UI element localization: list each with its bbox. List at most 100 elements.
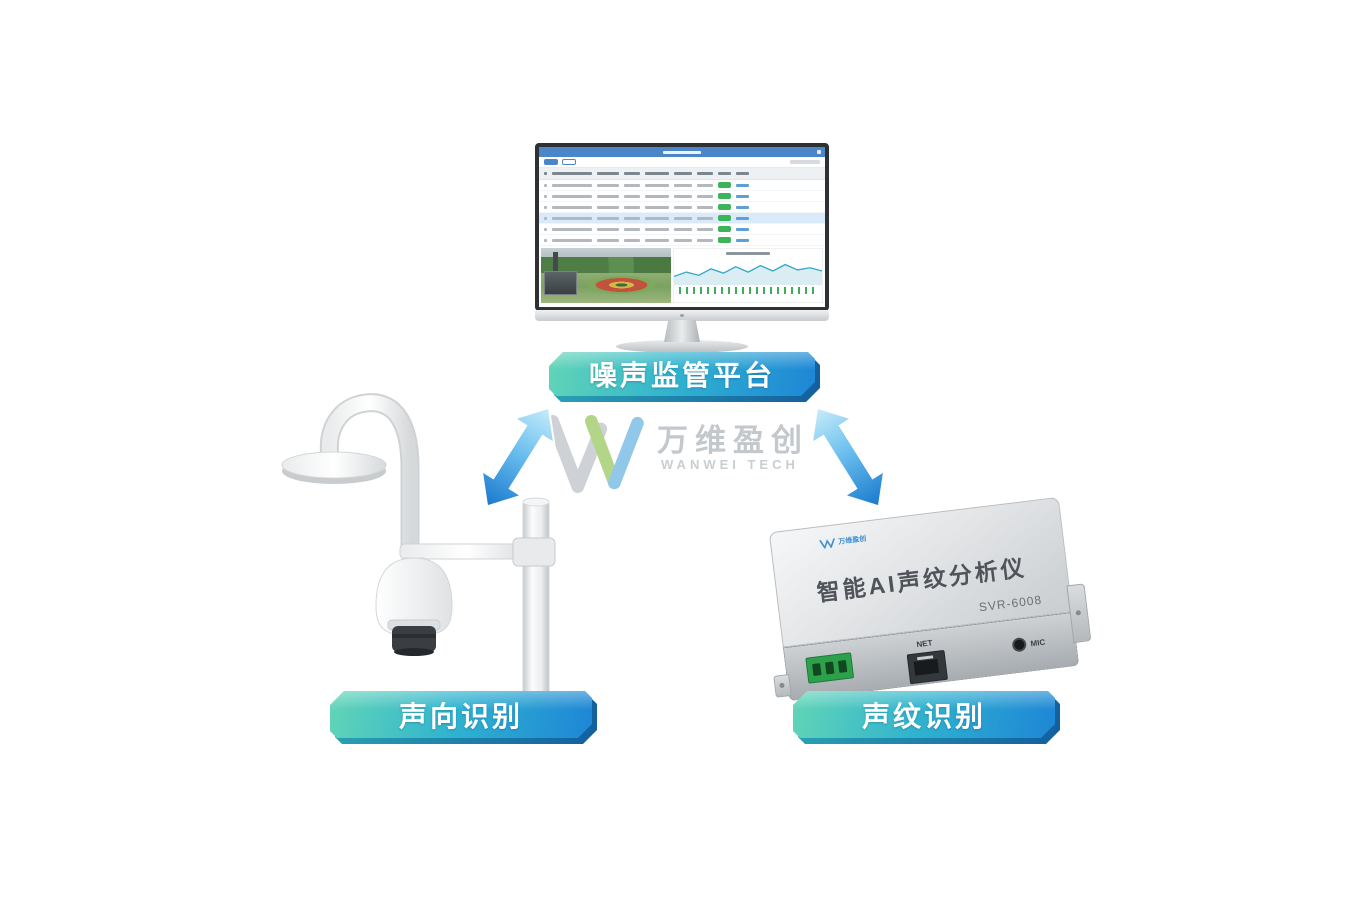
status-badge <box>718 237 731 243</box>
mic-port-label: MIC <box>1029 637 1046 648</box>
terminal-slot <box>812 663 822 676</box>
toolbar-button-placeholder <box>562 159 576 165</box>
cell-text-placeholder <box>674 183 692 187</box>
park-photo <box>541 248 671 303</box>
sync-arrow-right-icon <box>790 390 906 525</box>
cell-text-placeholder <box>645 205 669 209</box>
watermark-brand-en: WANWEI TECH <box>661 457 799 472</box>
link-placeholder <box>736 238 749 242</box>
titlebar-text-placeholder <box>663 150 701 154</box>
cell-text-placeholder <box>544 183 547 187</box>
sound-direction-banner-label: 声向识别 <box>398 700 523 732</box>
voiceprint-banner-label: 声纹识别 <box>861 700 986 732</box>
banner-face: 声纹识别 <box>793 691 1055 738</box>
header-text-placeholder <box>552 172 592 175</box>
status-badge <box>718 182 731 188</box>
cell-text-placeholder <box>645 238 669 242</box>
photo-flowerbed <box>587 275 656 295</box>
cell-text-placeholder <box>552 194 592 198</box>
banner-face: 噪声监管平台 <box>549 352 815 396</box>
photo-trees <box>541 257 671 275</box>
photo-lamp-pole <box>552 252 558 285</box>
cell-text-placeholder <box>597 227 619 231</box>
status-badge <box>718 204 731 210</box>
cell-text-placeholder <box>544 216 547 220</box>
dashboard-toolbar <box>539 157 825 168</box>
table-row <box>539 180 825 191</box>
cell-text-placeholder <box>645 227 669 231</box>
pagination <box>539 304 825 307</box>
cell-text-placeholder <box>552 238 592 242</box>
dashboard-titlebar <box>539 147 825 157</box>
chart-line <box>673 263 822 285</box>
monitor-chin <box>535 310 829 321</box>
mounting-flange-left <box>773 673 792 698</box>
cell-text-placeholder <box>624 183 640 187</box>
link-placeholder <box>736 227 749 231</box>
dashboard-lower-panels <box>539 246 825 304</box>
toolbar-text-placeholder <box>790 160 820 164</box>
page-dot <box>697 306 703 307</box>
sound-direction-camera <box>281 393 556 744</box>
chart-title-placeholder <box>725 252 770 255</box>
monitor-stand-neck <box>664 320 700 342</box>
cell-text-placeholder <box>552 205 592 209</box>
wanwei-watermark-logo-icon <box>546 414 644 494</box>
cell-text-placeholder <box>645 216 669 220</box>
page-dot <box>688 306 694 307</box>
mounting-flange-right <box>1066 583 1092 644</box>
table-row <box>539 191 825 202</box>
analyzer-brand-text: 万维盈创 <box>838 535 867 546</box>
cell-text-placeholder <box>552 227 592 231</box>
platform-banner-label: 噪声监管平台 <box>588 360 775 391</box>
page-dot <box>670 306 676 307</box>
banner-face: 声向识别 <box>330 691 592 738</box>
cell-text-placeholder <box>597 216 619 220</box>
cell-text-placeholder <box>674 238 692 242</box>
net-port-label: NET <box>915 638 933 650</box>
wanwei-logo-icon <box>819 538 835 550</box>
header-text-placeholder <box>736 172 749 175</box>
cell-text-placeholder <box>697 238 713 242</box>
header-text-placeholder <box>645 172 669 175</box>
header-text-placeholder <box>597 172 619 175</box>
noise-chart <box>672 248 823 303</box>
cell-text-placeholder <box>624 238 640 242</box>
cell-text-placeholder <box>597 238 619 242</box>
terminal-slot <box>824 661 835 675</box>
cell-text-placeholder <box>697 205 713 209</box>
table-row <box>539 235 825 246</box>
cell-text-placeholder <box>645 183 669 187</box>
table-header <box>539 168 825 180</box>
cell-text-placeholder <box>597 194 619 198</box>
table-row <box>539 202 825 213</box>
cell-text-placeholder <box>544 238 547 242</box>
table-row <box>539 213 825 224</box>
cell-text-placeholder <box>544 194 547 198</box>
toolbar-button-placeholder <box>544 159 558 165</box>
table-row <box>539 224 825 235</box>
cell-text-placeholder <box>544 227 547 231</box>
page-dot <box>679 306 685 307</box>
table-body <box>539 180 825 246</box>
cell-text-placeholder <box>624 216 640 220</box>
monitor-logo-dot <box>680 314 684 317</box>
header-text-placeholder <box>697 172 713 175</box>
status-badge <box>718 226 731 232</box>
cell-text-placeholder <box>674 194 692 198</box>
cell-text-placeholder <box>645 194 669 198</box>
cell-text-placeholder <box>597 183 619 187</box>
cell-text-placeholder <box>544 205 547 209</box>
photo-dark-structure <box>543 271 578 296</box>
link-placeholder <box>736 183 749 187</box>
cell-text-placeholder <box>624 205 640 209</box>
platform-banner: 噪声监管平台 <box>549 352 815 396</box>
analyzer-brand: 万维盈创 <box>819 534 867 550</box>
cell-text-placeholder <box>697 194 713 198</box>
cell-text-placeholder <box>697 227 713 231</box>
link-placeholder <box>736 194 749 198</box>
sound-direction-banner: 声向识别 <box>330 691 592 738</box>
mic-port-group: MIC <box>1011 635 1046 653</box>
cell-text-placeholder <box>597 205 619 209</box>
